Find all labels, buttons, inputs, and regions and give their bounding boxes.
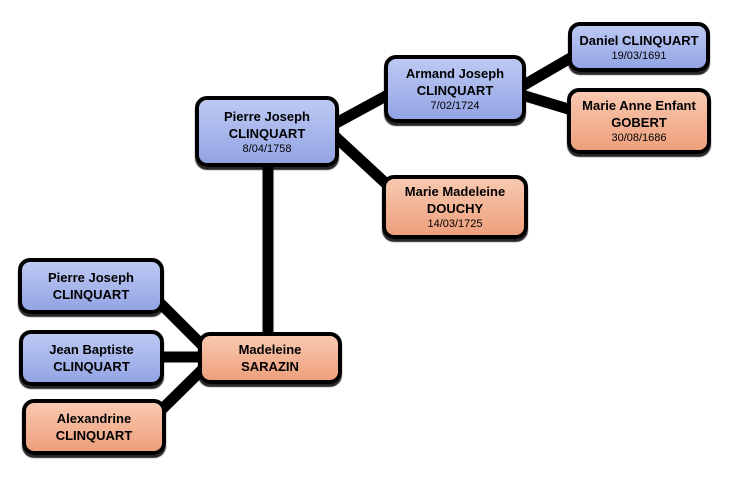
- person-date: 8/04/1758: [242, 142, 292, 155]
- person-node-marie-madeleine-douchy[interactable]: Marie Madeleine DOUCHY 14/03/1725: [382, 175, 528, 239]
- person-name-line1: Alexandrine: [56, 411, 132, 426]
- person-name-line1: Daniel CLINQUART: [579, 32, 699, 48]
- person-node-jean-baptiste-clinquart[interactable]: Jean Baptiste CLINQUART: [19, 330, 164, 386]
- person-name-line1: Marie Anne Enfant: [582, 98, 696, 113]
- person-node-madeleine-sarazin[interactable]: Madeleine SARAZIN: [198, 332, 342, 384]
- person-node-armand-joseph-clinquart[interactable]: Armand Joseph CLINQUART 7/02/1724: [384, 55, 526, 123]
- person-node-alexandrine-clinquart[interactable]: Alexandrine CLINQUART: [22, 399, 166, 455]
- person-name-line2: DOUCHY: [426, 201, 484, 216]
- person-node-pierre-joseph-clinquart-1758[interactable]: Pierre Joseph CLINQUART 8/04/1758: [195, 96, 339, 167]
- person-name-line2: SARAZIN: [241, 359, 299, 374]
- person-name-line2: CLINQUART: [416, 83, 494, 98]
- person-node-pierre-joseph-clinquart[interactable]: Pierre Joseph CLINQUART: [18, 258, 164, 314]
- person-name-line2: CLINQUART: [55, 428, 133, 443]
- person-name-line1: Madeleine: [238, 342, 302, 357]
- person-date: 19/03/1691: [611, 49, 667, 62]
- person-date: 7/02/1724: [430, 100, 480, 112]
- person-name-line2: CLINQUART: [52, 287, 130, 302]
- person-date: 30/08/1686: [611, 132, 667, 144]
- person-name-line1: Armand Joseph: [405, 66, 505, 81]
- person-node-daniel-clinquart[interactable]: Daniel CLINQUART 19/03/1691: [568, 22, 710, 72]
- person-name-line1: Marie Madeleine: [404, 184, 506, 199]
- person-name-line2: CLINQUART: [53, 359, 130, 374]
- person-date: 14/03/1725: [427, 218, 483, 230]
- person-node-marie-anne-enfant-gobert[interactable]: Marie Anne Enfant GOBERT 30/08/1686: [567, 88, 711, 154]
- person-name-line1: Pierre Joseph: [48, 270, 134, 285]
- person-name-line1: Jean Baptiste: [49, 342, 134, 357]
- person-name-line1: Pierre Joseph: [224, 108, 310, 124]
- person-name-line2: GOBERT: [611, 115, 667, 130]
- person-name-line2: CLINQUART: [228, 125, 306, 141]
